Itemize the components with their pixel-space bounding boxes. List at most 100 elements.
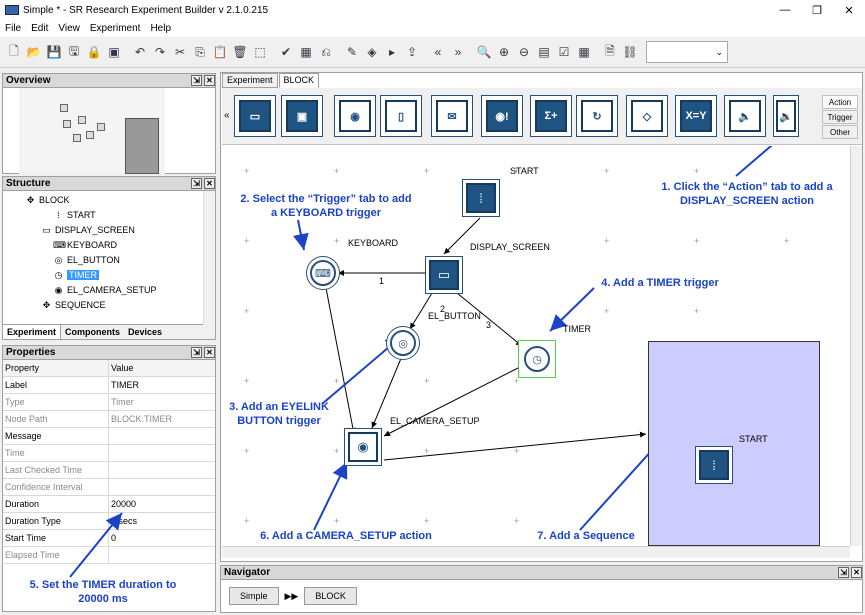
calc-icon[interactable]: ▦	[578, 45, 590, 59]
dock-icon[interactable]: ⇲	[191, 347, 202, 358]
cut-icon[interactable]: ✂	[174, 45, 186, 59]
annotation-5: 5. Set the TIMER duration to 20000 ms	[29, 579, 177, 605]
link-icon[interactable]: ⛓	[622, 45, 638, 59]
forward-icon[interactable]: »	[454, 45, 462, 59]
tree-item-el-camera-setup[interactable]: ◉EL_CAMERA_SETUP	[54, 285, 157, 295]
paste-icon[interactable]: 📋	[212, 45, 228, 59]
assign-action[interactable]: X=Y	[675, 95, 717, 137]
tab-experiment[interactable]: Experiment	[3, 325, 62, 339]
document-icon[interactable]: 🗎	[605, 43, 615, 58]
tree-item-sequence[interactable]: ✥SEQUENCE	[42, 300, 106, 310]
message-action[interactable]: ✉	[431, 95, 473, 137]
horizontal-scrollbar[interactable]	[222, 546, 850, 558]
table-row[interactable]: Message	[3, 428, 215, 445]
tab-components[interactable]: Components	[65, 327, 121, 337]
tab-trigger[interactable]: Trigger	[822, 110, 858, 124]
overview-canvas[interactable]	[2, 88, 216, 174]
sum-action[interactable]: Σ+	[530, 95, 572, 137]
new-icon[interactable]: 🗋	[9, 43, 19, 58]
navigate-action[interactable]: ◇	[626, 95, 668, 137]
tab-block[interactable]: BLOCK	[278, 73, 320, 88]
delete-icon[interactable]: 🗑	[232, 45, 248, 59]
play-icon[interactable]: ▸	[388, 45, 396, 59]
redo-icon[interactable]: ↷	[154, 45, 166, 59]
dock-icon[interactable]: ⇲	[838, 567, 849, 578]
test-icon[interactable]: ⎌	[321, 44, 331, 59]
zoom-icon[interactable]: 🔍	[476, 45, 492, 59]
save-icon[interactable]: 💾	[46, 45, 62, 59]
display-screen-node[interactable]: ▭	[425, 256, 463, 294]
open-icon[interactable]: 📂	[26, 45, 42, 59]
tree-item-block[interactable]: ✥BLOCK	[26, 195, 70, 205]
menu-experiment[interactable]: Experiment	[89, 23, 141, 34]
eye-action[interactable]: ◉	[334, 95, 376, 137]
structure-scrollbar[interactable]	[203, 191, 215, 325]
el-camera-setup-node[interactable]: ◉	[344, 428, 382, 466]
maximize-button[interactable]: ❐	[812, 4, 822, 17]
minimize-button[interactable]: —	[779, 4, 791, 16]
sound-action-2[interactable]: 🔉	[773, 95, 799, 137]
screen-action[interactable]: ▣	[281, 95, 323, 137]
check-icon[interactable]: ✔	[280, 45, 292, 59]
tree-item-start[interactable]: ⁞START	[53, 210, 95, 220]
sequence-start-node[interactable]: ⁞	[695, 446, 733, 484]
back-icon[interactable]: «	[434, 45, 442, 59]
timer-node[interactable]: ◷	[518, 340, 556, 378]
nav-crumb-simple[interactable]: Simple	[229, 587, 279, 605]
palette-scroll-left-icon[interactable]: «	[224, 110, 230, 121]
tab-experiment-editor[interactable]: Experiment	[222, 73, 278, 88]
undo-icon[interactable]: ↶	[134, 45, 146, 59]
vertical-scrollbar[interactable]	[850, 146, 862, 546]
loop-action[interactable]: ↻	[576, 95, 618, 137]
package-icon[interactable]: ▣	[108, 45, 120, 59]
menu-file[interactable]: File	[5, 23, 22, 34]
svg-text:+: +	[244, 306, 249, 316]
menu-help[interactable]: Help	[150, 23, 172, 34]
dock-icon[interactable]: ⇲	[191, 75, 202, 86]
close-icon[interactable]: ✕	[204, 178, 215, 189]
select-icon[interactable]: ⬚	[254, 45, 266, 59]
mouse-action[interactable]: ▯	[380, 95, 422, 137]
zoom-in-icon[interactable]: ⊕	[498, 45, 510, 59]
keyboard-node[interactable]: ⌨	[306, 256, 340, 290]
close-icon[interactable]: ✕	[204, 347, 215, 358]
menu-view[interactable]: View	[58, 23, 80, 34]
start-node[interactable]: ⁞	[462, 179, 500, 217]
export-icon[interactable]: ⇪	[406, 45, 418, 59]
lock-icon[interactable]: 🔒	[86, 45, 102, 59]
close-icon[interactable]: ✕	[204, 75, 215, 86]
nav-crumb-block[interactable]: BLOCK	[304, 587, 357, 605]
sequence-block[interactable]: START ⁞	[648, 341, 820, 546]
tab-devices[interactable]: Devices	[128, 327, 163, 337]
toolbar-combo[interactable]: ⌄	[646, 41, 728, 63]
zoom-out-icon[interactable]: ⊖	[518, 45, 530, 59]
grid-icon[interactable]: ▤	[538, 45, 550, 59]
svg-text:+: +	[334, 146, 339, 148]
tree-item-keyboard[interactable]: ⌨KEYBOARD	[53, 240, 118, 250]
sound-action[interactable]: 🔈	[724, 95, 766, 137]
menu-edit[interactable]: Edit	[31, 23, 49, 34]
tab-action[interactable]: Action	[822, 95, 858, 109]
display-screen-action[interactable]: ▭	[234, 95, 276, 137]
alert-action[interactable]: ◉!	[481, 95, 523, 137]
layout-icon[interactable]: ☑	[558, 45, 570, 59]
el-button-node[interactable]: ◎	[386, 326, 420, 360]
tree-item-display-screen[interactable]: ▭DISPLAY_SCREEN	[42, 225, 135, 235]
tree-item-timer[interactable]: ◷TIMER	[54, 270, 99, 280]
svg-text:+: +	[514, 376, 519, 386]
deploy-icon[interactable]: ◈	[367, 45, 377, 59]
tree-item-el-button[interactable]: ◎EL_BUTTON	[54, 255, 120, 265]
svg-text:+: +	[334, 516, 339, 526]
dock-icon[interactable]: ⇲	[191, 178, 202, 189]
copy-icon[interactable]: ⎘	[195, 44, 205, 59]
close-icon[interactable]: ✕	[851, 567, 862, 578]
duration-field[interactable]: 20000	[111, 499, 137, 509]
run-icon[interactable]: ✎	[346, 45, 358, 59]
close-button[interactable]: ✕	[844, 4, 854, 17]
save-as-icon[interactable]: 🖫	[68, 43, 80, 58]
tab-other[interactable]: Other	[822, 125, 858, 139]
build-icon[interactable]: ▦	[300, 45, 312, 59]
